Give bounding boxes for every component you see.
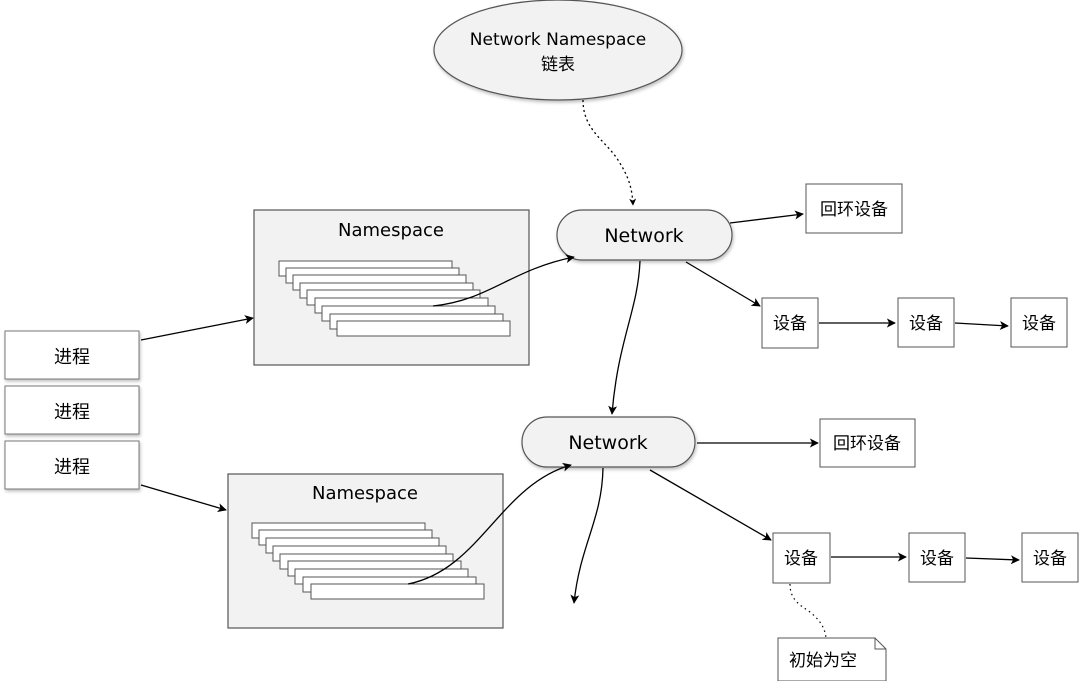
network-2-label: Network bbox=[568, 432, 647, 454]
network-1-loopback-device: 回环设备 bbox=[805, 183, 903, 234]
process-box-1: 进程 bbox=[4, 330, 140, 380]
network-1-to-network-2-arrow bbox=[608, 260, 641, 415]
network-namespace-title: Network Namespace bbox=[470, 30, 646, 50]
process-3-label: 进程 bbox=[54, 457, 90, 478]
network-2-device-2-to-3-arrow bbox=[965, 555, 1020, 565]
network-1-device-2: 设备 bbox=[897, 297, 955, 348]
note-label: 初始为空 bbox=[789, 651, 857, 671]
process-2-label: 进程 bbox=[54, 402, 90, 423]
device-to-note-connector bbox=[789, 583, 827, 639]
process-box-2: 进程 bbox=[4, 385, 140, 435]
network-2-device-3-label: 设备 bbox=[1033, 549, 1067, 569]
network-2-device-1-label: 设备 bbox=[784, 549, 818, 569]
network-node-1: Network bbox=[556, 209, 733, 261]
network-2-loopback-label: 回环设备 bbox=[833, 434, 901, 454]
note-initially-empty: 初始为空 bbox=[777, 637, 887, 681]
network-node-2: Network bbox=[521, 416, 696, 468]
network-1-loopback-label: 回环设备 bbox=[820, 200, 888, 220]
process-box-3: 进程 bbox=[4, 440, 140, 490]
namespace-2-to-network-2-arrow bbox=[407, 462, 572, 585]
network-namespace-list-node: Network Namespace 链表 bbox=[433, 0, 683, 101]
network-2-to-device-arrow bbox=[649, 469, 772, 541]
network-2-next-arrow bbox=[570, 467, 604, 604]
namespace-box-2: Namespace bbox=[227, 473, 504, 629]
linked-list-label: 链表 bbox=[541, 55, 575, 75]
process-1-label: 进程 bbox=[54, 347, 90, 368]
network-2-device-3: 设备 bbox=[1021, 532, 1079, 583]
network-2-device-1: 设备 bbox=[772, 532, 831, 584]
namespace-1-to-network-1-arrow bbox=[432, 254, 575, 307]
network-1-to-loopback-arrow bbox=[729, 210, 804, 224]
network-2-loopback-device: 回环设备 bbox=[819, 418, 916, 468]
network-1-device-1-label: 设备 bbox=[773, 314, 807, 334]
namespace-box-1: Namespace bbox=[253, 209, 530, 366]
namespace-1-stack bbox=[278, 260, 511, 337]
network-2-device-2-label: 设备 bbox=[920, 549, 954, 569]
network-1-device-3-label: 设备 bbox=[1022, 314, 1056, 334]
network-1-device-2-label: 设备 bbox=[909, 314, 943, 334]
network-1-device-3: 设备 bbox=[1010, 297, 1068, 348]
process-to-namespace-2-arrow bbox=[140, 484, 227, 513]
network-2-device-2: 设备 bbox=[908, 532, 966, 583]
namespace-1-label: Namespace bbox=[338, 220, 444, 241]
network-1-device-1: 设备 bbox=[761, 297, 819, 349]
process-to-namespace-1-arrow bbox=[140, 315, 254, 341]
network-1-device-2-to-3-arrow bbox=[954, 321, 1009, 331]
namespace-2-stack bbox=[251, 522, 485, 600]
network-1-to-device-arrow bbox=[685, 261, 761, 307]
namespace-2-label: Namespace bbox=[312, 483, 418, 504]
network-1-label: Network bbox=[604, 225, 683, 247]
list-to-network-connector bbox=[582, 99, 637, 206]
